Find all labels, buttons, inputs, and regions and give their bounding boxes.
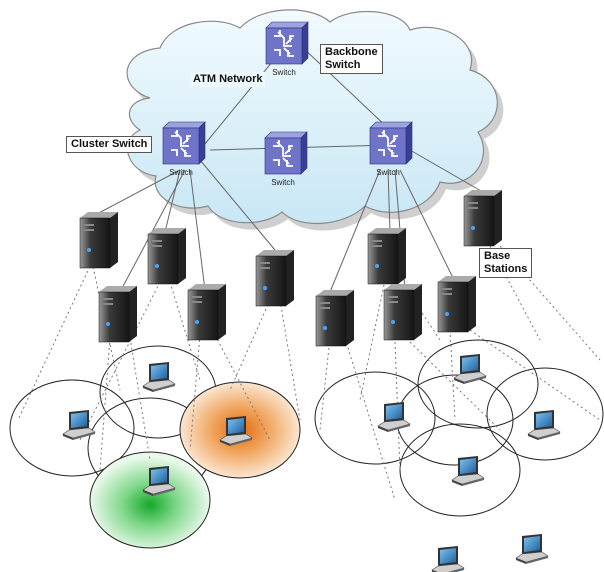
base-stations-label: Base Stations xyxy=(479,248,533,278)
radio-link xyxy=(394,341,401,471)
laptop xyxy=(431,546,465,572)
radio-link xyxy=(359,279,386,401)
switch-arrows-icon xyxy=(274,30,294,57)
wired-link xyxy=(94,169,181,216)
radio-cells xyxy=(9,339,604,549)
wired-link xyxy=(299,44,391,131)
cell-left xyxy=(9,379,135,477)
laptop xyxy=(62,410,96,440)
radio-link xyxy=(409,341,501,431)
cell-right-4 xyxy=(486,367,604,461)
base-station-server xyxy=(147,228,186,285)
switch-backbone: Switch xyxy=(265,21,309,77)
switch-cluster: Switch xyxy=(162,121,206,177)
base-station-server xyxy=(315,290,354,347)
laptop xyxy=(451,456,485,486)
switch-arrows-icon xyxy=(171,130,191,157)
laptop xyxy=(377,402,411,432)
switch-center: Switch xyxy=(264,131,308,187)
switch-caption: Switch xyxy=(271,178,295,187)
radio-link xyxy=(319,337,331,431)
mobile-laptops xyxy=(62,354,561,572)
cell-green xyxy=(89,451,211,549)
wired-link xyxy=(164,169,181,233)
atm-cloud xyxy=(126,9,504,231)
wired-link xyxy=(399,169,456,283)
radio-link xyxy=(229,299,271,391)
radio-link xyxy=(99,337,111,471)
laptop xyxy=(527,410,561,440)
cell-right-1 xyxy=(314,371,436,465)
base-station-server xyxy=(463,190,502,247)
base-station-server xyxy=(383,284,422,341)
laptop xyxy=(142,362,176,392)
laptop xyxy=(219,416,253,446)
wired-link xyxy=(387,169,391,233)
cloud-body xyxy=(126,9,498,225)
wired-link xyxy=(409,149,489,196)
laptop xyxy=(453,354,487,384)
radio-link xyxy=(469,329,601,421)
base-station-server xyxy=(79,212,118,269)
cluster-switch-label: Cluster Switch xyxy=(66,136,153,153)
cell-right-5 xyxy=(399,423,521,517)
switch-arrows-icon xyxy=(378,130,398,157)
cell-right-2 xyxy=(417,339,539,429)
radio-link xyxy=(344,337,396,501)
switch-caption: Switch xyxy=(376,168,400,177)
base-station-server xyxy=(367,228,406,285)
base-station-server xyxy=(187,284,226,341)
radio-link xyxy=(129,337,151,461)
base-station-servers xyxy=(79,190,502,347)
radio-link xyxy=(169,281,201,381)
wired-link xyxy=(329,169,381,293)
switch-caption: Switch xyxy=(169,168,193,177)
switch-right: Switch xyxy=(369,121,413,177)
radio-link xyxy=(17,261,93,421)
radio-link xyxy=(189,334,201,451)
backbone-switch-label: Backbone Switch xyxy=(320,44,383,74)
base-station-server xyxy=(255,250,294,307)
base-station-server xyxy=(437,276,476,333)
base-station-server xyxy=(98,286,137,343)
atm-network-label: ATM Network xyxy=(190,72,266,87)
radio-link xyxy=(279,299,301,421)
wired-link xyxy=(189,169,206,291)
laptop xyxy=(515,534,549,564)
switch-arrows-icon xyxy=(273,140,293,167)
switch-caption: Switch xyxy=(272,68,296,77)
radio-link xyxy=(449,329,456,421)
wired-link xyxy=(199,159,276,251)
laptop xyxy=(142,466,176,496)
